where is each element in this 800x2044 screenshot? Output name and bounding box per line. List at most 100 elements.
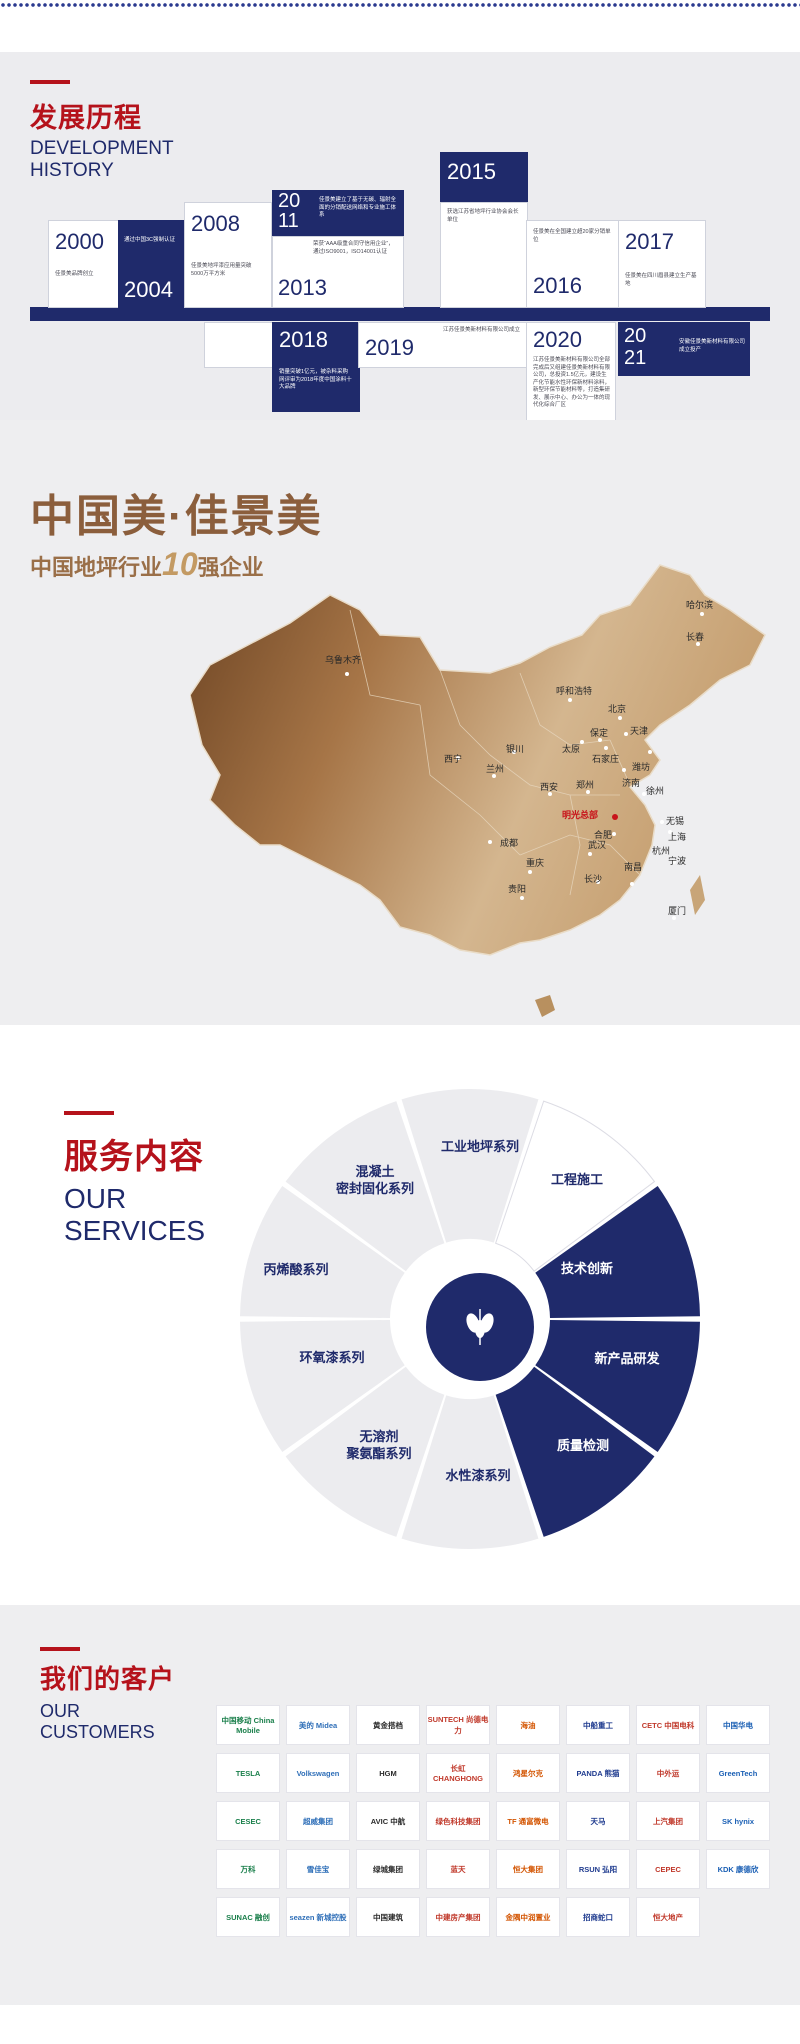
history-title-cn: 发展历程	[30, 103, 142, 133]
customers-title-en: OUR CUSTOMERS	[40, 1701, 155, 1742]
city-label: 太原	[562, 744, 581, 754]
customer-logo: seazen 新城控股	[286, 1897, 350, 1937]
map-subhead-num: 10	[162, 546, 198, 582]
hq-label: 明光总部	[562, 810, 599, 820]
service-segment[interactable]	[285, 1366, 445, 1537]
service-segment[interactable]	[495, 1366, 655, 1537]
customer-logo: 绿城集团	[356, 1849, 420, 1889]
service-segment-label[interactable]: 质量检测	[556, 1438, 609, 1453]
milestone-year: 2015	[447, 159, 496, 184]
milestone-desc: 销量突破1亿元，被杂料采购网评审为2018年度中国涂料十大品牌	[279, 369, 352, 390]
service-segment[interactable]	[535, 1186, 700, 1319]
city-label: 呼和浩特	[556, 686, 593, 696]
service-segment[interactable]	[285, 1101, 445, 1272]
milestone-2016: 佳景美在全国建立超20家分销单位 2016	[526, 220, 620, 308]
map-subhead-post: 强企业	[197, 555, 264, 580]
milestone-desc: 江苏佳景美新材料有限公司成立	[443, 327, 521, 333]
service-segment-label[interactable]: 技术创新	[560, 1261, 613, 1276]
customer-logo: 长虹 CHANGHONG	[426, 1753, 490, 1793]
milestone-2013: 荣获“AAA级重合同守信用企业”，通过ISO9001，ISO14001认证 20…	[272, 236, 404, 308]
service-segment-label[interactable]: 无溶剂 聚氨酯系列	[346, 1429, 412, 1461]
milestone-desc: 佳景美品牌创立	[55, 271, 94, 277]
customer-logo: SK hynix	[706, 1801, 770, 1841]
service-segment[interactable]	[240, 1319, 405, 1452]
customer-logo: 绿色科技集团	[426, 1801, 490, 1841]
milestone-spacer-lower	[204, 322, 274, 368]
customer-logo: CETC 中国电科	[636, 1705, 700, 1745]
customer-logo: HGM	[356, 1753, 420, 1793]
hainan-island	[535, 995, 555, 1017]
customer-logo: 中船重工	[566, 1705, 630, 1745]
milestone-desc: 荣获“AAA级重合同守信用企业”，通过ISO9001，ISO14001认证	[313, 241, 394, 255]
milestone-year: 2004	[124, 277, 173, 302]
customer-logo: 招商蛇口	[566, 1897, 630, 1937]
milestone-desc: 江苏佳景美新材料有限公司全部完成后又组建佳景美新材料有限公司，总投资1.5亿元，…	[533, 357, 611, 408]
city-label: 徐州	[646, 786, 665, 796]
milestone-2017: 2017 佳景美在四川眉县建立生产基地	[618, 220, 706, 308]
customers-accent-bar	[40, 1647, 80, 1651]
milestone-2008: 2008 佳景美地坪漆应用量突破5000万平方米	[184, 202, 272, 308]
milestone-2015-desc-box: 获选江苏省地坪行业协会会长单位	[440, 202, 528, 308]
milestone-2021-desc-box: 安徽佳景美新材料有限公司成立投产	[674, 322, 750, 376]
china-map	[190, 564, 766, 1017]
city-label: 无锡	[666, 816, 685, 826]
milestone-2015: 2015	[440, 152, 528, 204]
customer-logo: Volkswagen	[286, 1753, 350, 1793]
taiwan-island	[690, 875, 705, 915]
customer-logo: 蓝天	[426, 1849, 490, 1889]
service-segment-label[interactable]: 工业地坪系列	[440, 1139, 519, 1154]
history-title-en-line1: DEVELOPMENT	[30, 138, 174, 159]
milestone-2000: 2000 佳景美品牌创立	[48, 220, 120, 308]
milestone-year: 2017	[625, 229, 674, 254]
service-segment-label[interactable]: 工程施工	[550, 1172, 603, 1187]
customers-title-en-line2: CUSTOMERS	[40, 1721, 155, 1742]
city-label: 天津	[630, 726, 649, 736]
services-section: 服务内容 OUR SERVICES 工业地坪系列 工程施工 技术创新 新产品研发…	[0, 1025, 800, 1605]
city-label: 石家庄	[592, 754, 620, 764]
milestone-desc: 安徽佳景美新材料有限公司成立投产	[679, 339, 746, 353]
customer-logo: 黄金搭档	[356, 1705, 420, 1745]
customer-logo: 万科	[216, 1849, 280, 1889]
milestone-2019: 2019 江苏佳景美新材料有限公司成立	[358, 322, 528, 368]
city-label: 银川	[506, 744, 525, 754]
city-label: 合肥	[594, 830, 613, 840]
map-subhead-pre: 中国地坪行业	[30, 555, 163, 580]
city-label: 杭州	[652, 846, 671, 856]
customer-logo: 中外运	[636, 1753, 700, 1793]
milestone-year: 2016	[533, 273, 582, 298]
history-title-en-line2: HISTORY	[30, 159, 114, 181]
milestone-desc: 佳景美在四川眉县建立生产基地	[625, 273, 697, 287]
customer-logo: TESLA	[216, 1753, 280, 1793]
milestone-year: 2000	[55, 229, 104, 254]
service-segment-label[interactable]: 环氧漆系列	[299, 1350, 365, 1365]
service-segment[interactable]	[535, 1319, 700, 1452]
milestone-year: 2020	[533, 327, 582, 352]
milestone-year: 2013	[278, 275, 327, 300]
service-segment[interactable]	[401, 1089, 539, 1243]
hq-dot	[612, 814, 618, 820]
milestone-2018: 2018 销量突破1亿元，被杂料采购网评审为2018年度中国涂料十大品牌	[272, 322, 360, 412]
service-segment[interactable]	[240, 1186, 405, 1319]
city-label: 长春	[686, 632, 705, 642]
milestone-desc: 佳景美在全国建立超20家分销单位	[533, 229, 611, 243]
city-label: 西宁	[444, 754, 463, 764]
service-segment[interactable]	[494, 1100, 656, 1272]
service-segment-label[interactable]: 混凝土 密封固化系列	[335, 1164, 414, 1196]
history-accent-bar	[30, 80, 70, 84]
customer-logo: 超威集团	[286, 1801, 350, 1841]
customer-logo: AVIC 中航	[356, 1801, 420, 1841]
service-segment-label[interactable]: 丙烯酸系列	[263, 1262, 329, 1277]
customer-logo: PANDA 熊猫	[566, 1753, 630, 1793]
service-segment[interactable]	[401, 1395, 539, 1549]
service-segment-label[interactable]: 水性漆系列	[445, 1468, 511, 1483]
city-label: 北京	[608, 704, 627, 714]
customers-title-cn: 我们的客户	[40, 1664, 176, 1694]
service-segment-label[interactable]: 新产品研发	[594, 1351, 660, 1366]
customer-logo: 海油	[496, 1705, 560, 1745]
customers-title-en-line1: OUR	[40, 1701, 80, 1721]
city-label: 武汉	[588, 840, 607, 850]
customer-logo: CESEC	[216, 1801, 280, 1841]
customer-logo: 恒大地产	[636, 1897, 700, 1937]
